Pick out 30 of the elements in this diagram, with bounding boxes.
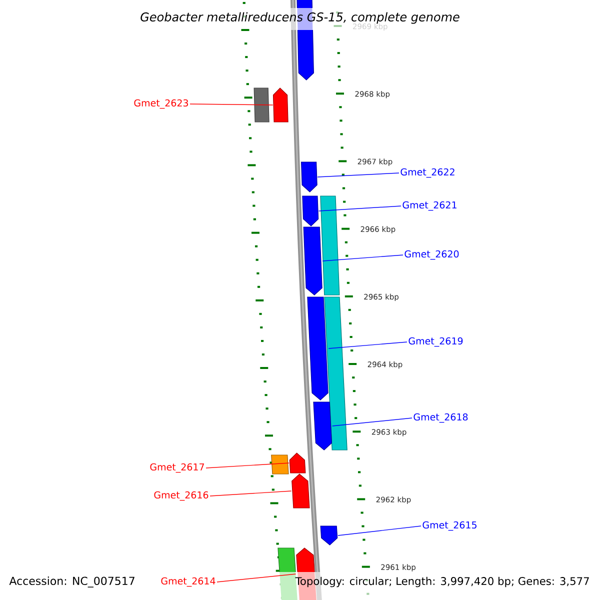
leader-line — [332, 418, 412, 426]
leader-line — [210, 490, 292, 496]
leader-line — [190, 104, 274, 106]
gene-label: Gmet_2620 — [404, 250, 459, 260]
gene-label: Gmet_2623 — [134, 99, 188, 109]
footer-text: Topology: circular; Length: 3,997,420 bp; Genes: 3,577 — [295, 576, 589, 588]
leader-line — [318, 206, 402, 212]
footer-text: Accession: NC_007517 — [9, 576, 134, 588]
gene-feature — [320, 526, 338, 546]
leader-line — [322, 254, 404, 262]
gene-label: Gmet_2621 — [402, 201, 456, 211]
gene-label: Gmet_2619 — [408, 337, 463, 347]
gene-feature — [324, 296, 348, 450]
gene-feature — [271, 454, 289, 474]
leader-line — [328, 342, 408, 349]
leader-line — [216, 574, 296, 582]
gene-label: Gmet_2614 — [161, 577, 216, 587]
leader-line — [206, 462, 290, 468]
title: Geobacter metallireducens GS-15, complete genome — [140, 12, 460, 24]
gene-label: Gmet_2616 — [154, 491, 208, 501]
gene-feature — [254, 88, 270, 122]
gene-feature — [313, 402, 332, 450]
gene-label: Gmet_2618 — [414, 413, 468, 423]
gene-label: Gmet_2617 — [150, 463, 204, 473]
gene-label: Gmet_2615 — [422, 521, 476, 531]
leader-line — [338, 526, 422, 536]
gene-label: Gmet_2622 — [400, 168, 454, 178]
leader-line — [317, 172, 400, 178]
gene-feature — [272, 88, 288, 122]
gene-feature — [320, 196, 340, 296]
